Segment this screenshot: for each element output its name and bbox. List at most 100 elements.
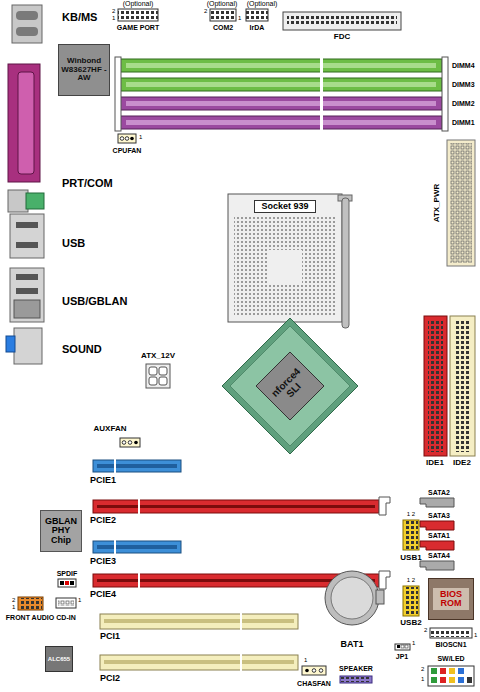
connector-label: IrDA	[250, 24, 265, 31]
connector-label: COM2	[213, 24, 233, 31]
slot-key	[138, 499, 140, 514]
slot-key	[138, 573, 140, 588]
connector-label: FDC	[334, 33, 350, 41]
io-controller-chip: Winbond W83627HF -AW	[58, 44, 110, 96]
fan-header	[118, 134, 136, 143]
parallel-port	[8, 64, 44, 212]
chip-label: GBLAN PHY Chip	[41, 517, 81, 545]
aux-fan-header	[120, 438, 140, 447]
header-pin	[122, 441, 126, 445]
pin-number: 1	[421, 676, 424, 682]
dimm-slot	[120, 59, 442, 72]
pin-number: 1	[238, 15, 241, 21]
bottom-headers	[302, 628, 474, 686]
header-pin	[70, 581, 74, 585]
ide-connectors	[424, 316, 475, 456]
connector-label: USB	[62, 238, 85, 249]
atx-power-connector	[447, 140, 475, 266]
pin-number: 1 2	[407, 577, 415, 583]
socket-body	[228, 194, 342, 322]
pin-number: 1 2	[407, 511, 415, 517]
connector-label: BAT1	[341, 640, 364, 649]
connector-label: KB/MS	[62, 12, 97, 23]
chip-die	[256, 352, 324, 420]
pin-number: 1	[139, 134, 142, 140]
header-pins	[118, 9, 158, 21]
connector-label: SATA2	[428, 489, 450, 496]
usb-socket	[16, 288, 38, 294]
pin-number: 2	[424, 627, 427, 633]
header-pin	[128, 441, 132, 445]
connector-pins	[454, 320, 471, 452]
parallel-socket	[18, 72, 34, 174]
connector-label: PCIE3	[90, 557, 116, 566]
usb-housing	[10, 214, 44, 258]
header-pin	[467, 677, 472, 683]
dimm-clip	[442, 57, 448, 131]
power-connector	[447, 140, 475, 266]
connector-label: SATA4	[428, 552, 450, 559]
slot-latch	[379, 571, 390, 589]
connector-label: IDE2	[453, 459, 471, 467]
chipset-diamond: nforce4 SLI	[222, 318, 358, 454]
socket-center	[268, 250, 302, 284]
connector-label: PCIE1	[90, 476, 116, 485]
sound-housing	[14, 328, 42, 364]
ps2-housing	[12, 5, 42, 43]
header-pin	[134, 441, 138, 445]
usb-port	[10, 214, 44, 258]
pin-number: 1	[12, 604, 15, 610]
connector-label: GAME PORT	[117, 24, 159, 31]
irda-header	[246, 9, 268, 21]
header-pins	[431, 629, 471, 637]
connector-label: BIOSCN1	[435, 641, 466, 648]
connector-label: PCI1	[100, 632, 120, 641]
bioscn-header	[430, 628, 472, 638]
battery-cell	[331, 577, 373, 619]
cd-in-header	[56, 598, 76, 608]
header-pin	[431, 668, 437, 674]
connector-pins	[450, 143, 472, 263]
ps2-ports	[12, 5, 42, 43]
connector-pins	[428, 320, 443, 452]
header-pin	[397, 645, 400, 648]
dimm-slot	[120, 97, 442, 110]
header-pins	[341, 677, 371, 682]
connector-label: FRONT AUDIO	[6, 614, 54, 621]
connector-label: PCI2	[100, 674, 120, 683]
header-pin	[130, 137, 134, 141]
connector-label: PCIE4	[90, 590, 116, 599]
header-pin	[458, 668, 464, 674]
sound-port	[6, 328, 42, 364]
chip-label: Socket 939	[254, 200, 315, 213]
header-pin	[401, 645, 404, 648]
connector-label: PCIE2	[90, 516, 116, 525]
dimm-groove	[126, 120, 436, 125]
header-pins	[58, 600, 74, 606]
header-pins	[404, 521, 418, 549]
chip-package	[222, 318, 358, 454]
pin-number: 1	[474, 632, 477, 638]
connector-label: JP1	[396, 653, 408, 660]
header-pin	[431, 677, 437, 683]
chip-label: Winbond W83627HF -AW	[59, 57, 109, 82]
connector-label: DIMM2	[452, 100, 475, 107]
ide-connector	[450, 316, 475, 456]
sata-connectors	[420, 498, 454, 570]
slot-key	[240, 654, 242, 671]
slot-groove	[97, 464, 177, 468]
header-pin	[65, 581, 69, 585]
connector-label: SPDIF	[57, 570, 78, 577]
connector-label: USB/GBLAN	[62, 296, 127, 307]
audio-headers	[18, 579, 76, 610]
connector-label: DIMM4	[452, 62, 475, 69]
sata-connector	[420, 561, 454, 570]
connector-pin	[149, 367, 157, 375]
usb-socket	[16, 222, 38, 228]
dimm-groove	[126, 63, 436, 68]
usb-socket	[16, 274, 38, 280]
dimm-groove	[126, 82, 436, 87]
top-headers	[118, 9, 401, 30]
connector-label: CD-IN	[56, 614, 75, 621]
